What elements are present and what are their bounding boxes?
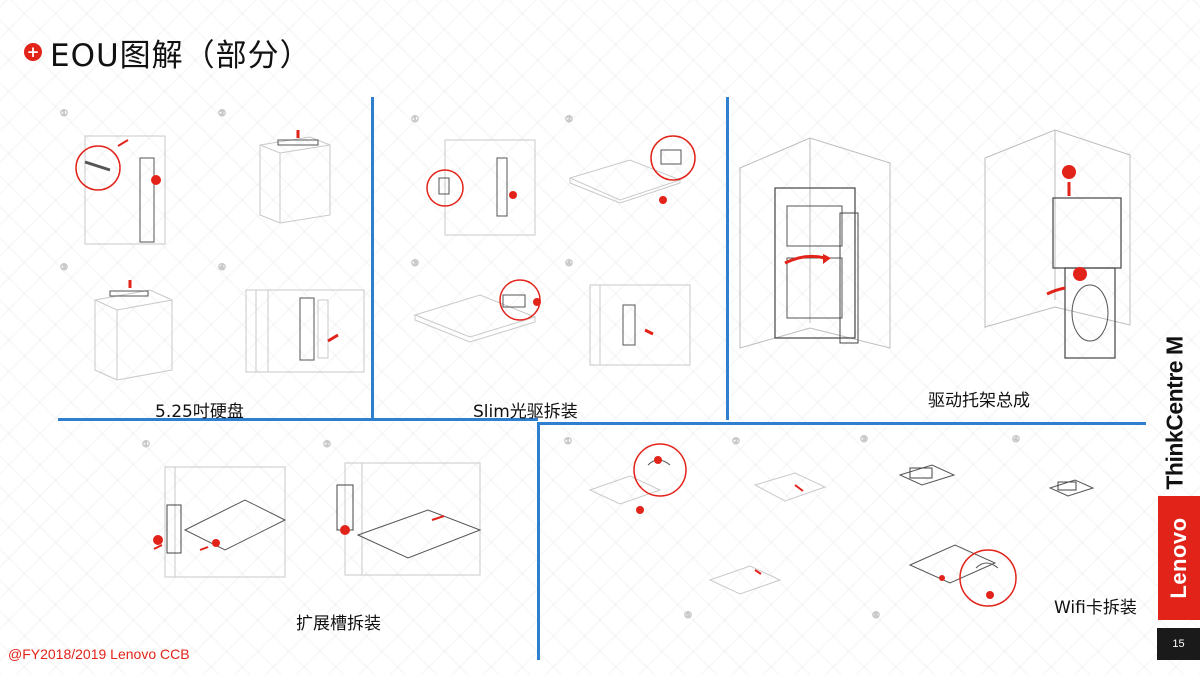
divider-vertical-1 [371, 97, 374, 420]
footer-copyright: @FY2018/2019 Lenovo CCB [8, 646, 190, 662]
wifi-card-illustration: ① ② ③ ④ ⑤ ⑥ [564, 435, 1095, 622]
divider-horizontal-right [538, 422, 1146, 425]
svg-text:①: ① [564, 437, 572, 447]
svg-text:②: ② [565, 115, 573, 125]
step-1-label: ① [60, 109, 68, 119]
expansion-slot-caption: 扩展槽拆装 [296, 614, 381, 634]
divider-vertical-3 [537, 422, 540, 660]
divider-vertical-2 [726, 97, 729, 420]
svg-text:④: ④ [565, 259, 573, 269]
step-2-label: ② [218, 109, 226, 119]
svg-text:⑥: ⑥ [872, 611, 880, 621]
page-number: 15 [1157, 628, 1200, 660]
svg-text:④: ④ [1012, 435, 1020, 445]
thinkcentre-logo: ThinkCentre M [1161, 336, 1188, 490]
svg-text:①: ① [142, 440, 150, 450]
drive-bracket-caption: 驱动托架总成 [928, 391, 1030, 411]
lenovo-logo: Lenovo [1158, 496, 1200, 620]
page-title: EOU图解（部分） [50, 38, 312, 74]
step-4-label: ④ [218, 263, 226, 273]
svg-text:②: ② [323, 440, 331, 450]
divider-horizontal-left [58, 418, 538, 421]
expansion-slot-illustration: ① ② [142, 440, 482, 578]
slim-odd-illustration: ① ② ③ ④ [411, 115, 696, 366]
step-3-label: ③ [60, 263, 68, 273]
wifi-card-caption: Wifi卡拆装 [1054, 598, 1137, 618]
svg-text:②: ② [732, 437, 740, 447]
plus-icon: + [24, 43, 42, 61]
hdd-illustration: ① ② ③ ④ [60, 109, 365, 381]
slim-odd-caption: Slim光驱拆装 [473, 402, 578, 422]
drive-bracket-illustration [739, 129, 1131, 359]
svg-text:③: ③ [411, 259, 419, 269]
hdd-caption: 5.25吋硬盘 [155, 402, 244, 422]
svg-text:⑤: ⑤ [684, 611, 692, 621]
svg-text:①: ① [411, 115, 419, 125]
svg-text:③: ③ [860, 435, 868, 445]
